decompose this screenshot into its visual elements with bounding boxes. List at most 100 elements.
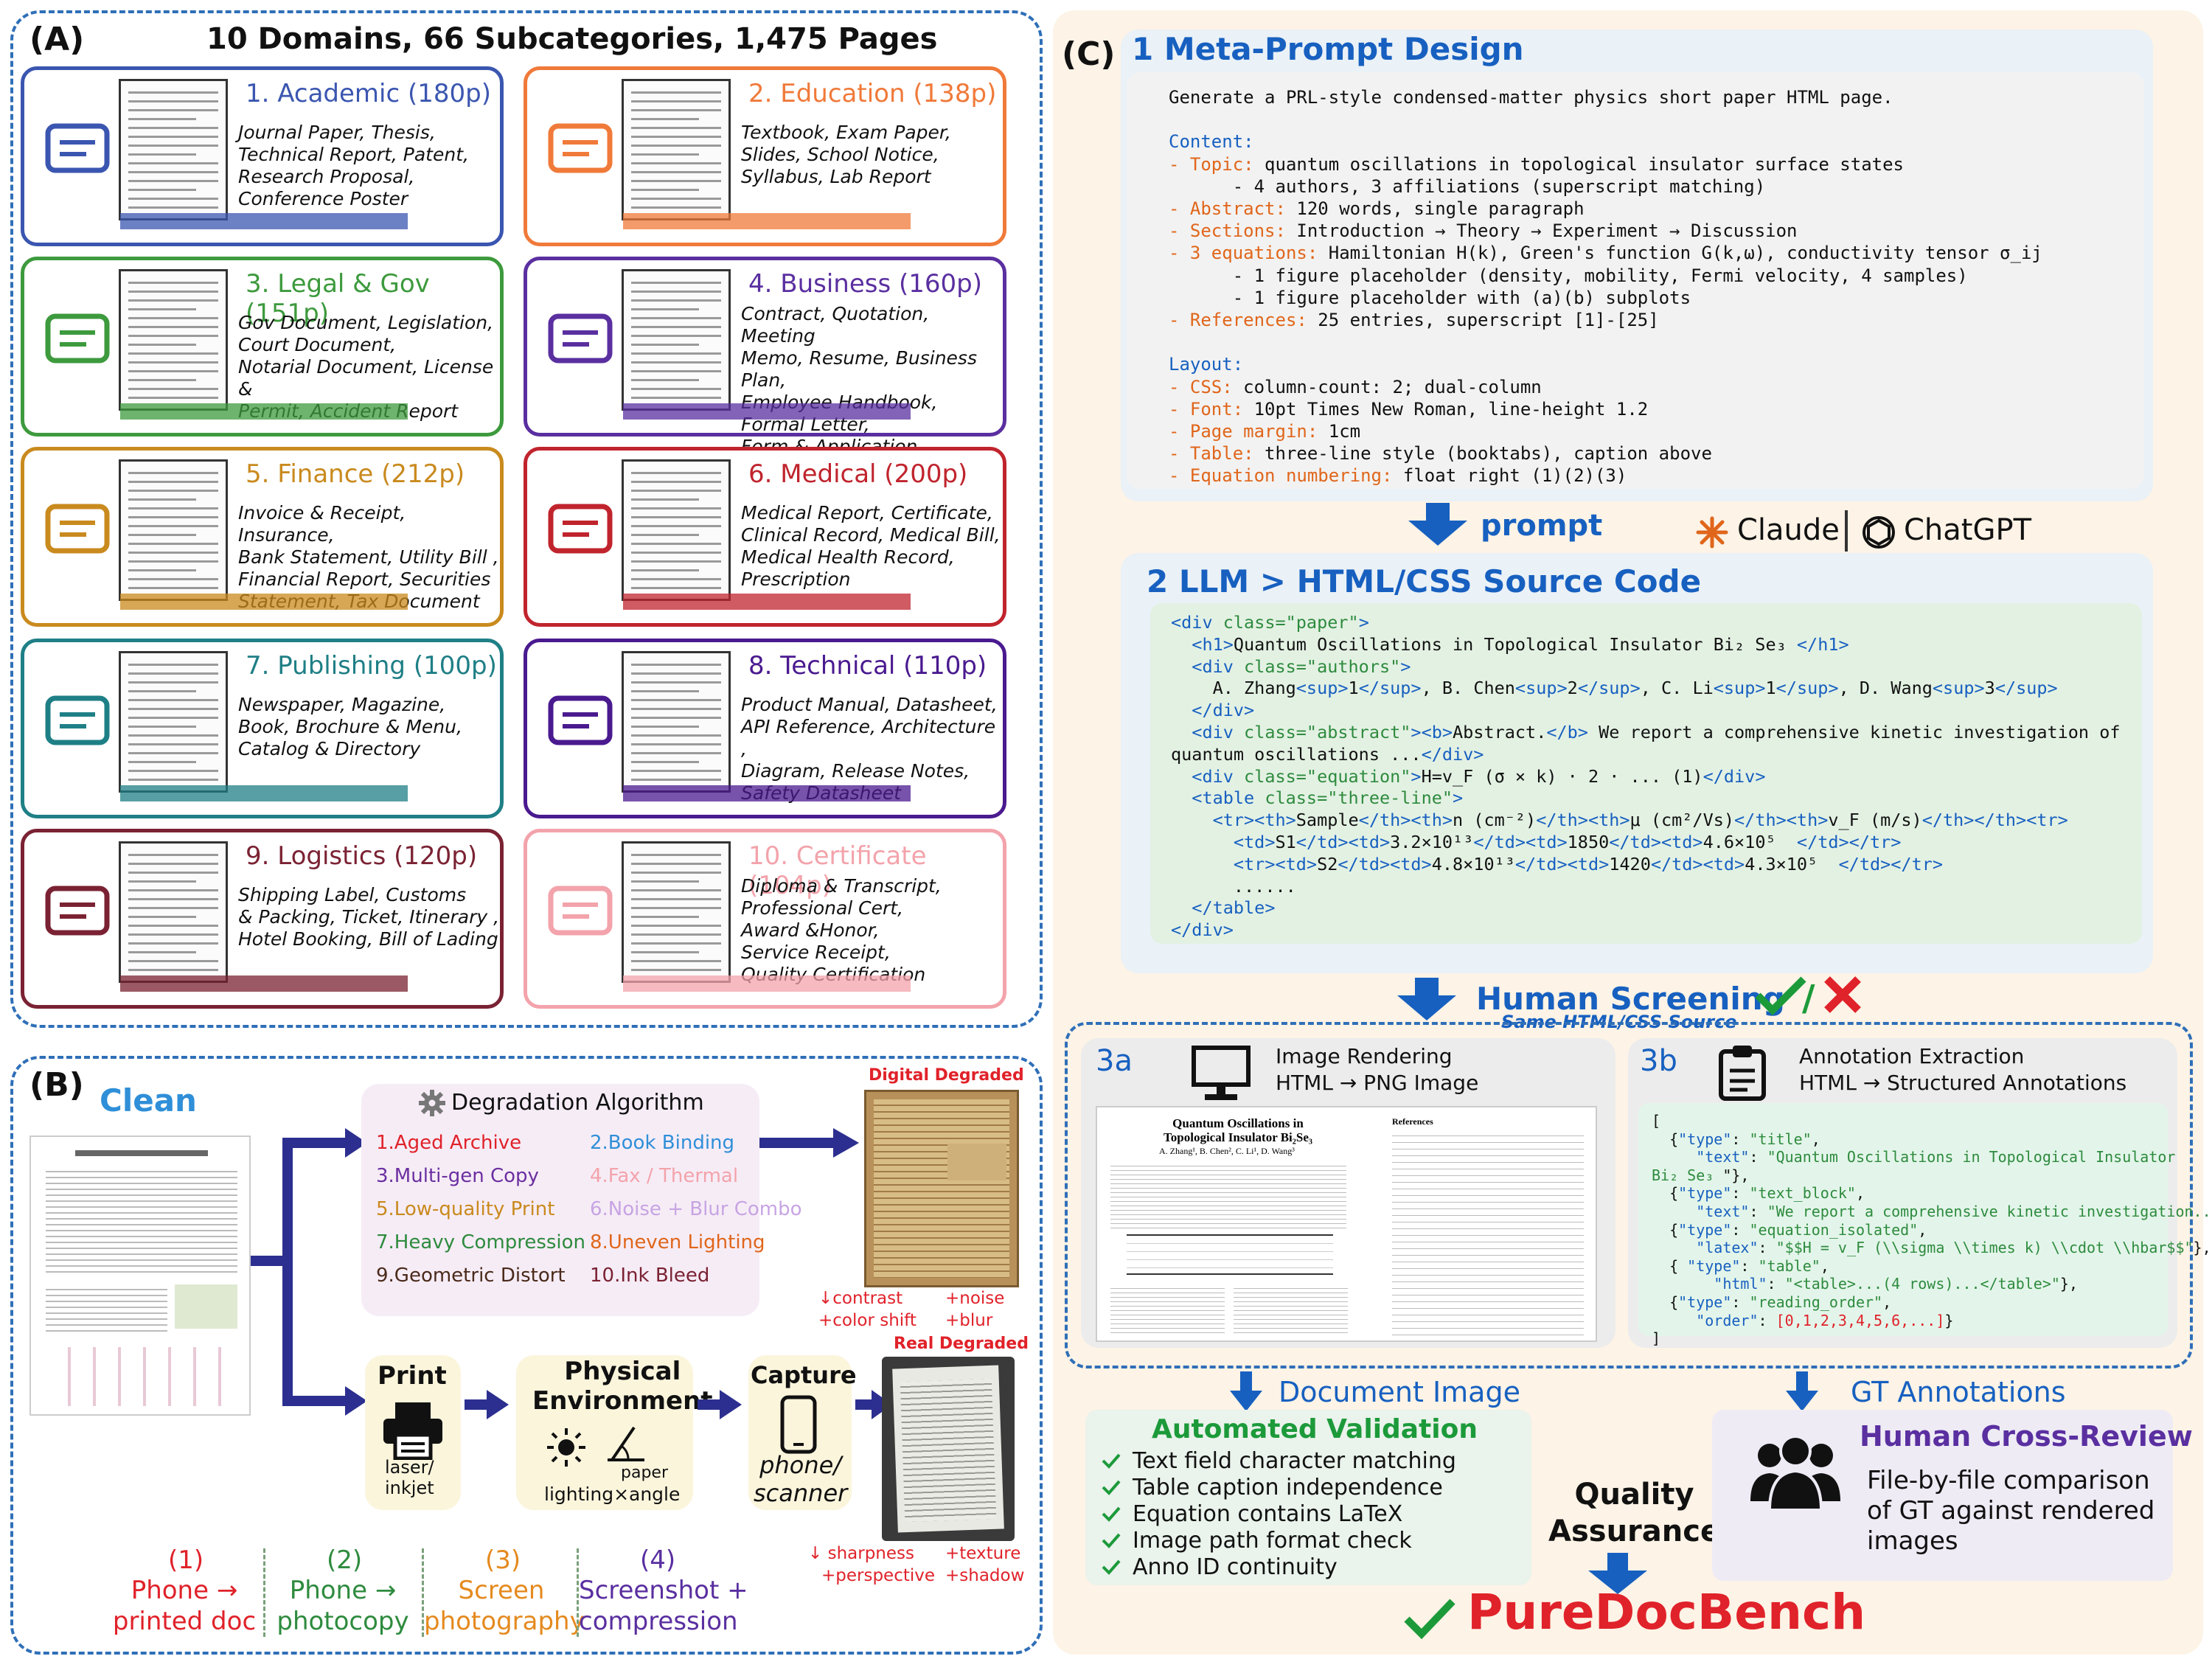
code-segment: </td><td> bbox=[1650, 853, 1745, 874]
capture-sub: phone/ scanner bbox=[754, 1451, 848, 1507]
code-segment: Introduction → Theory → Experiment → Dis… bbox=[1296, 220, 1798, 242]
code-segment: "table" bbox=[1758, 1256, 1820, 1275]
step-number: (4) bbox=[640, 1545, 676, 1575]
meta-prompt-line bbox=[1169, 108, 2042, 131]
code-segment: }, bbox=[2193, 1239, 2211, 1257]
source-code-line: <div class="paper"> bbox=[1171, 612, 2121, 634]
validation-item: Equation contains LaTeX bbox=[1133, 1501, 1403, 1527]
code-segment: } bbox=[1944, 1311, 1954, 1329]
annotation-json-line: "latex": "$$H = v_F (\\sigma \\times k) … bbox=[1652, 1239, 2212, 1257]
code-segment: : bbox=[1731, 1220, 1750, 1239]
domain-card: 4. Business (160p)Contract, Quotation, M… bbox=[524, 257, 1006, 457]
newspaper-icon bbox=[42, 685, 113, 759]
meta-prompt-line: - Font: 10pt Times New Roman, line-heigh… bbox=[1169, 398, 2042, 420]
description-line: Award &Honor, bbox=[741, 919, 880, 941]
code-segment: class= bbox=[1222, 612, 1286, 633]
digital-degraded-image bbox=[864, 1090, 1019, 1287]
code-segment: : bbox=[1758, 1239, 1776, 1257]
step-label: Phone → photocopy bbox=[276, 1576, 409, 1636]
source-code-line: </table> bbox=[1171, 897, 2121, 919]
domain-card: 1. Academic (180p)Journal Paper, Thesis,… bbox=[21, 66, 504, 246]
degradation-algorithm-item: 7.Heavy Compression bbox=[376, 1231, 586, 1253]
code-segment: three-line style (booktabs), caption abo… bbox=[1265, 443, 1712, 465]
degradation-algorithm-item: 5.Low-quality Print bbox=[376, 1198, 555, 1220]
step3a-title: Image Rendering bbox=[1276, 1044, 1453, 1068]
description-line: Newspaper, Magazine, bbox=[238, 694, 446, 715]
code-segment bbox=[1652, 1275, 1714, 1293]
real-effect-4: +shadow bbox=[945, 1566, 1025, 1585]
code-segment: class="equation" bbox=[1244, 765, 1411, 787]
code-segment: ...... bbox=[1171, 875, 1296, 897]
description-line: Memo, Resume, Business Plan, bbox=[741, 347, 977, 391]
domain-card: 8. Technical (110p)Product Manual, Datas… bbox=[524, 639, 1006, 818]
code-segment: [0,1,2,3,4,5,6,...] bbox=[1775, 1311, 1945, 1329]
code-segment: "title" bbox=[1749, 1130, 1812, 1148]
meta-prompt-line: - Equation numbering: float right (1)(2)… bbox=[1169, 465, 2042, 487]
code-segment: Bi₂ Se₃ bbox=[1652, 1166, 1723, 1184]
digital-degraded-label: Digital Degraded bbox=[869, 1066, 1024, 1085]
medical-kit-icon bbox=[545, 493, 616, 567]
description-line: Slides, School Notice, bbox=[741, 144, 939, 165]
source-code-line: <table class="three-line"> bbox=[1171, 787, 2121, 810]
code-segment: 10pt Times New Roman, line-height 1.2 bbox=[1253, 398, 1649, 420]
code-segment: Layout: bbox=[1169, 354, 1244, 375]
document-thumbnail bbox=[119, 651, 228, 793]
code-segment: "text" bbox=[1696, 1148, 1750, 1166]
code-segment: "order" bbox=[1696, 1311, 1759, 1329]
code-segment: - Page margin: bbox=[1169, 421, 1329, 442]
code-segment: 4.8×10¹³ bbox=[1431, 853, 1515, 874]
domain-card: 7. Publishing (100p)Newspaper, Magazine,… bbox=[21, 639, 504, 818]
code-segment: "$$H = v_F (\\sigma \\times k) \\cdot \\… bbox=[1775, 1239, 2194, 1257]
arrow-to-digital bbox=[759, 1128, 859, 1158]
code-segment: 1 bbox=[1765, 678, 1776, 699]
code-segment: <div bbox=[1171, 721, 1245, 742]
code-segment: </td><td> bbox=[1295, 831, 1391, 852]
code-segment: 1cm bbox=[1328, 421, 1361, 442]
code-segment bbox=[1652, 1148, 1696, 1166]
document-thumbnail bbox=[119, 79, 228, 220]
code-segment: </td><td> bbox=[1609, 831, 1703, 852]
domain-card: 6. Medical (200p)Medical Report, Certifi… bbox=[524, 447, 1006, 627]
meta-prompt-text: Generate a PRL-style condensed-matter ph… bbox=[1169, 86, 2042, 487]
claude-icon bbox=[1696, 516, 1728, 552]
description-line: Service Receipt, bbox=[741, 942, 891, 963]
panel-b bbox=[10, 1056, 1043, 1655]
digital-effect-2: +noise bbox=[945, 1289, 1005, 1308]
code-segment: 4.3×10⁵ bbox=[1745, 853, 1818, 874]
domain-description: Newspaper, Magazine,Book, Brochure & Men… bbox=[238, 694, 462, 760]
checkmark-icon bbox=[1102, 1559, 1121, 1578]
domain-color-bar bbox=[623, 975, 911, 992]
document-thumbnail bbox=[119, 269, 228, 411]
step3b-sub: HTML → Structured Annotations bbox=[1799, 1071, 2127, 1095]
code-segment: : bbox=[1731, 1293, 1750, 1311]
validation-item: Anno ID continuity bbox=[1133, 1554, 1338, 1580]
gt-annotations-arrow bbox=[1786, 1371, 1818, 1411]
meta-prompt-line: - 1 figure placeholder with (a)(b) subpl… bbox=[1169, 287, 2042, 309]
code-segment: "text" bbox=[1696, 1202, 1750, 1220]
code-segment: [ bbox=[1652, 1112, 1661, 1130]
code-segment: "type" bbox=[1678, 1130, 1732, 1148]
validation-box bbox=[1085, 1410, 1531, 1585]
step3a-sub: HTML → PNG Image bbox=[1276, 1071, 1479, 1095]
step-number: (3) bbox=[485, 1545, 521, 1575]
code-segment: { bbox=[1652, 1184, 1679, 1203]
code-segment: - 1 figure placeholder (density, mobilit… bbox=[1169, 265, 1968, 286]
code-segment: : bbox=[1749, 1202, 1767, 1220]
source-code-line: <div class="authors"> bbox=[1171, 656, 2121, 678]
annotation-json-line: "text": "We report a comprehensive kinet… bbox=[1652, 1203, 2212, 1221]
code-segment: : bbox=[1740, 1256, 1759, 1275]
arrow-print-physical bbox=[465, 1390, 509, 1419]
print-title: Print bbox=[378, 1361, 447, 1391]
digital-effect-4: +blur bbox=[945, 1311, 993, 1330]
code-segment: "<table>...(4 rows)...</table>" bbox=[1784, 1275, 2060, 1293]
screening-dashed-box bbox=[1065, 1022, 2193, 1368]
cross-review-text: File-by-file comparison of GT against re… bbox=[1867, 1466, 2155, 1556]
rendered-paper-image: Quantum Oscillations in Topological Insu… bbox=[1096, 1106, 1597, 1342]
description-line: Catalog & Directory bbox=[238, 738, 421, 759]
code-segment: , bbox=[1882, 1293, 1892, 1311]
model-divider bbox=[1845, 510, 1848, 552]
code-segment: Abstract. bbox=[1453, 721, 1547, 742]
real-effect-3: +perspective bbox=[821, 1566, 936, 1585]
code-segment: "text_block" bbox=[1749, 1184, 1856, 1203]
